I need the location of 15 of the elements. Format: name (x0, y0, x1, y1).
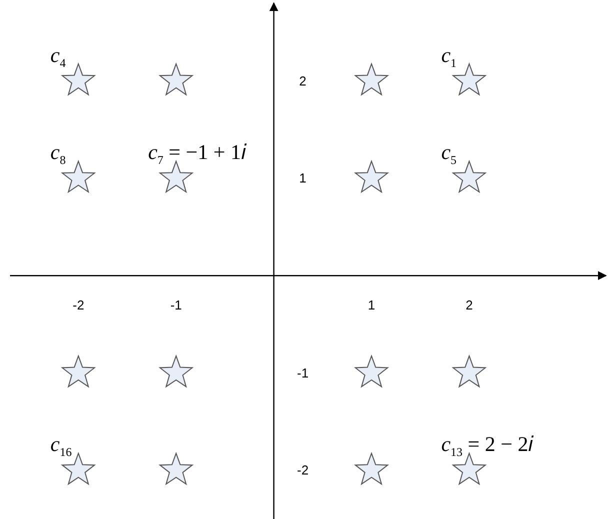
point-label: c$_{7}$ = −1 + 1𝑖 (148, 142, 247, 166)
point-label: c$_{13}$ = 2 − 2𝑖 (441, 434, 534, 458)
tick-label: -2 (297, 462, 309, 478)
tick-label: -1 (297, 365, 309, 380)
point-label: c$_{16}$ (50, 434, 72, 458)
point-label: c$_{1}$ (441, 44, 457, 70)
tick-label: 2 (299, 73, 306, 88)
point-label: c$_{5}$ (441, 142, 457, 166)
point-label: c$_{4}$ (50, 44, 66, 70)
tick-label: -2 (72, 297, 84, 312)
tick-label: 1 (299, 170, 306, 186)
tick-label: 2 (466, 297, 473, 312)
point-label: c$_{8}$ (50, 142, 66, 166)
tick-label: 1 (368, 297, 376, 312)
tick-label: -1 (170, 297, 182, 312)
